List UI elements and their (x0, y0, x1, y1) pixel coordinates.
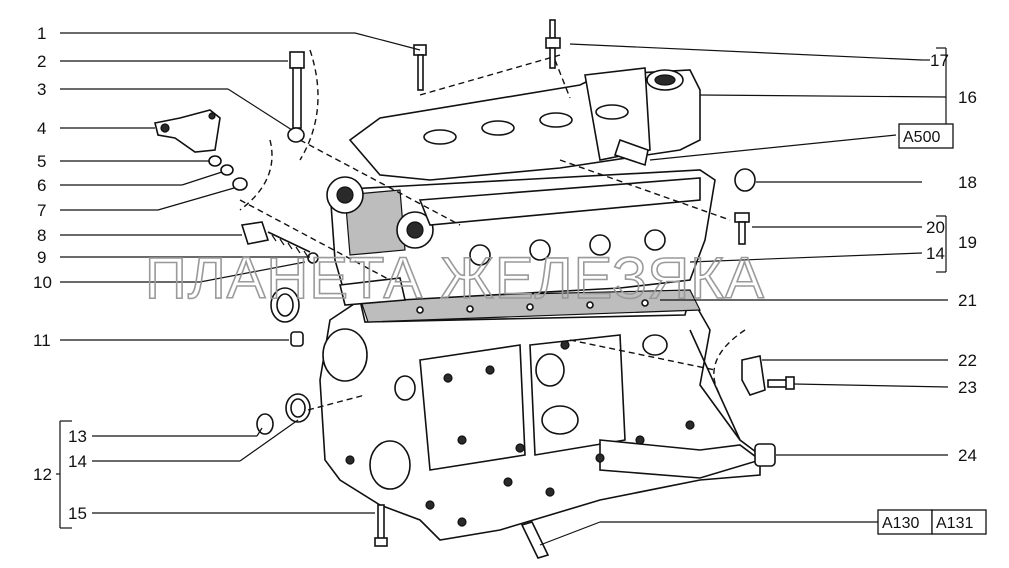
callouts-right: 17 16 18 20 19 14 21 22 23 24 (926, 51, 977, 465)
bolt-2 (289, 51, 305, 129)
bracket-4 (154, 109, 221, 153)
callout-22: 22 (958, 351, 977, 370)
plug-7 (232, 177, 248, 191)
reference-label-a130: A130 (882, 515, 919, 532)
callout-19: 19 (958, 233, 977, 252)
leader-lines (56, 32, 949, 546)
oil-seal-21 (270, 287, 300, 323)
callout-1: 1 (37, 24, 46, 43)
callout-18: 18 (958, 173, 977, 192)
callout-17: 17 (930, 51, 949, 70)
callout-9: 9 (37, 248, 46, 267)
bolt-15 (374, 504, 388, 547)
callout-14-right: 14 (926, 244, 945, 263)
reference-box-a131[interactable]: A131 (931, 509, 987, 535)
watermark: ПЛАНЕТА ЖЕЛЕЗЯКА (145, 246, 765, 311)
callout-14-left: 14 (68, 452, 87, 471)
callout-11: 11 (33, 331, 51, 350)
washer-5 (208, 155, 222, 167)
callout-16: 16 (958, 88, 977, 107)
bushing-24 (754, 443, 776, 467)
callout-10: 10 (33, 273, 52, 292)
bolt-23 (767, 376, 795, 390)
callout-20: 20 (926, 218, 945, 237)
callout-5: 5 (37, 152, 46, 171)
callout-7: 7 (37, 201, 46, 220)
callout-3: 3 (37, 80, 46, 99)
dowel-a130 (520, 521, 550, 559)
bolt-1 (413, 44, 427, 91)
callouts-left: 1 2 3 4 5 6 7 8 9 10 11 12 13 14 15 (33, 24, 87, 523)
valve-cover (348, 67, 701, 181)
stud-17 (545, 19, 561, 69)
washer-3 (287, 127, 305, 143)
callout-24: 24 (958, 446, 977, 465)
reference-label-a131: A131 (936, 515, 973, 532)
cylinder-block (319, 294, 762, 541)
sensor-22 (741, 355, 766, 396)
callout-4: 4 (37, 119, 46, 138)
seal-18 (734, 168, 756, 192)
reference-label-a500: A500 (903, 129, 940, 146)
washer-6 (220, 164, 234, 176)
reference-box-a500[interactable]: A500 (898, 123, 954, 149)
callout-13: 13 (68, 427, 87, 446)
bushing-11 (290, 331, 304, 347)
dashed-guides (239, 49, 746, 411)
seal-13 (256, 413, 274, 435)
callout-23: 23 (958, 378, 977, 397)
callout-6: 6 (37, 176, 46, 195)
callout-8: 8 (37, 226, 46, 245)
callout-12: 12 (33, 465, 52, 484)
callout-21: 21 (958, 291, 977, 310)
callout-15: 15 (68, 504, 87, 523)
tensioner-8-9-10 (240, 221, 319, 264)
bolt-20 (734, 212, 750, 245)
seal-14 (285, 393, 311, 423)
callout-2: 2 (37, 52, 46, 71)
reference-box-a130[interactable]: A130 (877, 509, 933, 535)
cylinder-head (326, 169, 716, 306)
